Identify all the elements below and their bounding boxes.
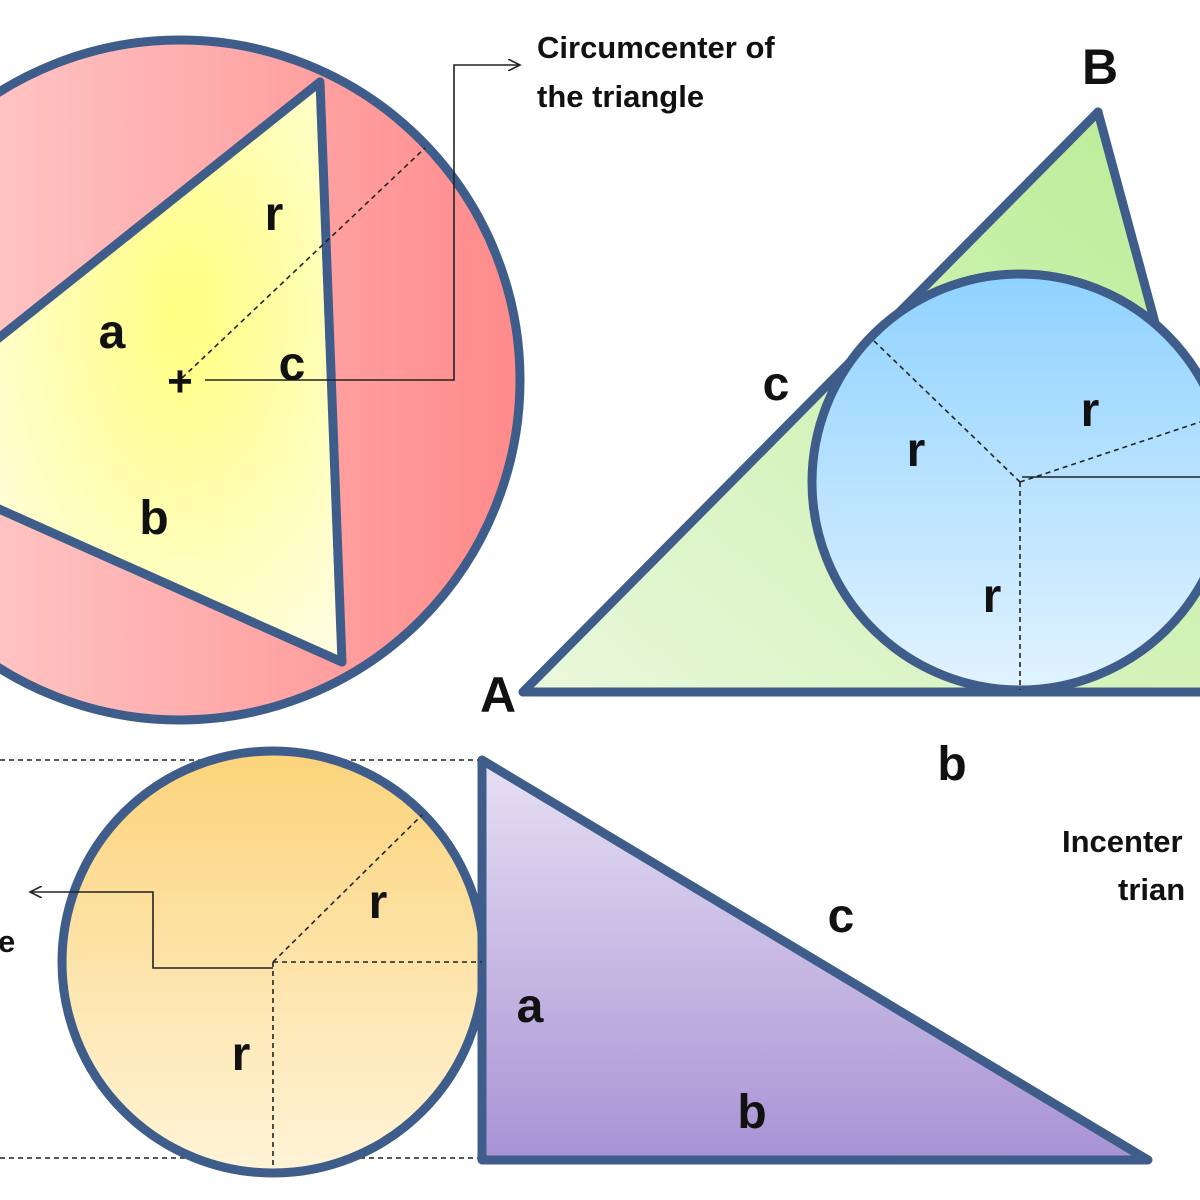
incenter-annotation-line-1: Incenter [1062,824,1183,859]
label-c: c [828,890,855,943]
vertex-label-a: A [480,667,516,723]
radius-line-diagonal [272,814,423,963]
inscribed-triangle [0,82,342,662]
circumcenter-annotation-line-1: Circumcenter of [537,30,775,65]
label-b: b [937,738,966,791]
label-r: r [265,188,284,241]
label-r-upper: r [369,876,388,929]
label-r-upper-left: r [907,424,926,477]
label-r-lower: r [983,570,1002,623]
label-c: c [279,338,306,391]
circumcircle-diagram: + r a c b Circumcenter of the triangle [0,30,775,725]
triangle-side-a [0,77,325,343]
label-r-lower: r [232,1028,251,1081]
circumcenter-leader-line [205,65,520,381]
inradius-line-2 [1019,421,1200,483]
incircle-diagram: B A c b r r r Incenter trian [480,39,1200,907]
label-b: b [139,492,168,545]
inradius-line-1 [872,339,1021,483]
label-b: b [737,1086,766,1139]
label-a: a [99,306,126,359]
center-leader-line [30,892,273,969]
label-r-upper-right: r [1081,384,1100,437]
vertex-label-b: B [1082,39,1118,95]
circumcenter-symbol: + [167,357,193,406]
circumradius-line [181,147,426,379]
annotation-fragment: e [0,924,15,959]
right-triangle-diagram: e r r a c b [0,746,1153,1178]
incircle [807,269,1200,695]
circumcenter-annotation-line-2: the triangle [537,79,704,114]
label-c: c [763,358,790,411]
triangle-side-c [518,107,1103,697]
right-triangle [477,755,1153,1165]
triangle-side-b [0,504,347,667]
label-a: a [517,980,544,1033]
triangle-side-c [315,77,347,667]
incenter-annotation-line-2: trian [1118,872,1185,907]
